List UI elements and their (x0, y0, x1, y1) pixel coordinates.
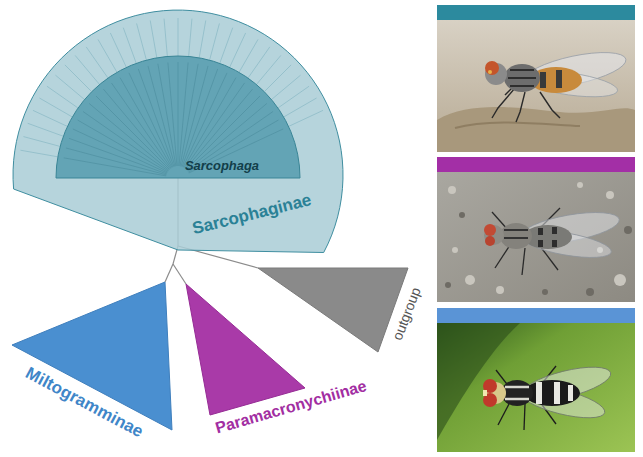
clade-outline (54, 54, 304, 180)
photo-panel-2 (437, 157, 635, 302)
clade-label: Sarcophaga (185, 159, 259, 173)
photo-panel-1 (437, 5, 635, 152)
clade-outline (8, 278, 180, 450)
clade-shape: Miltogramminae (8, 278, 180, 450)
photo-panel-3 (437, 308, 635, 452)
clade-shape: Sarcophaga (54, 54, 304, 180)
species-branches (64, 62, 283, 176)
clade-shape: outgroup (252, 262, 434, 362)
clade-shape: SarcophaginaeSarcophaga (10, 8, 346, 258)
